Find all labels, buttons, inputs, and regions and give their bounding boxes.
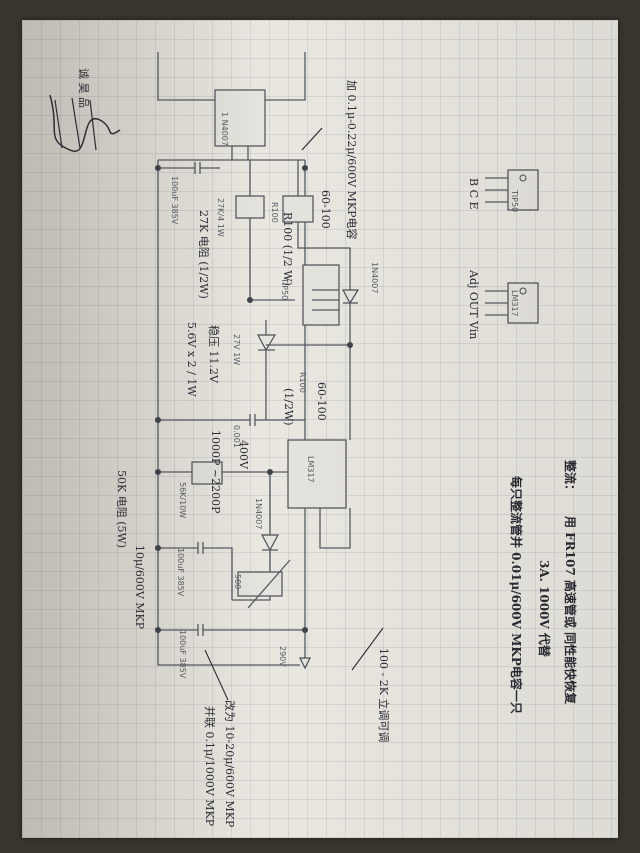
bridge-label: 1 N4007 (220, 112, 229, 146)
note-27k: 27K 电阻 (1/2W) (197, 210, 210, 299)
resistor-56k (191, 461, 223, 485)
diode-1n4007-b (261, 534, 279, 552)
r100-top-label: R100 (270, 202, 279, 223)
lm317-ic (287, 439, 347, 509)
note-50k: 50K 电阻 (5W) (115, 470, 128, 548)
cin-label: 100uF 385V (170, 176, 179, 225)
tip50-sketch-label: TIP50 (510, 189, 519, 212)
r56k-label: 56K/10W (178, 482, 187, 518)
tip50-print-label: TIP50 (280, 277, 289, 300)
notebook-paper (22, 20, 618, 838)
r27k-label: 27K/4 1W (216, 198, 225, 237)
note-r60-100-a: 60-100 (319, 190, 332, 229)
note-pot: 100 - 2K 立调可调 (377, 648, 391, 742)
adj-out-vin-label: Adj OUT Vin (467, 269, 480, 339)
handwritten-logo-icon (49, 94, 121, 153)
remark-title: 整流： (563, 459, 578, 496)
note-1000p: 1000P ~2200P (209, 430, 222, 514)
diode-1n4007-a (341, 289, 360, 305)
lm317-sketch-label: LM317 (510, 290, 519, 317)
note-cout-2: 并联 0.1μ/1000V MKP (203, 706, 217, 827)
note-add-cap: 加 0.1μ-0.22μ/600V MKP电容 (345, 80, 359, 240)
bridge-rectifier (214, 89, 266, 147)
note-cout-1: 改为 10-20μ/600V MKP (223, 700, 237, 828)
r100-bottom-label: R100 (298, 372, 307, 393)
diode-a-label: 1N4007 (370, 262, 379, 293)
cout-label: 100uF 385V (178, 630, 187, 679)
note-zener-2: 5.6V x 2 / 1W (185, 322, 198, 397)
cmid-label: 100uF 385V (176, 548, 185, 597)
tip50-heatsink (302, 264, 340, 326)
lm317-sketch (507, 282, 539, 324)
remark-line-2: 3A. 1000V 代替 (537, 560, 552, 658)
resistor-r100-top (282, 195, 314, 223)
note-r-1-2w: R100 (1/2 W) (281, 212, 294, 286)
output-arrow-icon (299, 657, 311, 670)
resistor-27k (235, 195, 265, 219)
remark-line-1: 用 FR107 高速管或 同性能快恢复 (563, 515, 578, 705)
note-10u: 10μ/600V MKP (133, 545, 146, 630)
remark-line-3: 每只整流管并 0.01μ/600V MKP电容一只 (509, 476, 524, 714)
pot-label: 500 (233, 574, 242, 589)
diode-b-label: 1N4007 (254, 498, 263, 529)
zener-27v (257, 334, 277, 352)
zener-label: 27V 1W (232, 334, 241, 365)
vout-label: 290V (278, 646, 287, 667)
brand-handwriting: 诚 昊 品 (77, 68, 90, 108)
note-zener: 稳压 11.2V (207, 325, 221, 384)
potentiometer-500 (237, 571, 283, 597)
bce-label: B C E (467, 178, 480, 210)
note-r-1-2w-b: (1/2W) (282, 388, 295, 426)
lm317-print-label: LM317 (306, 456, 315, 483)
note-400v: 400V (237, 440, 250, 470)
note-r60-100-b: 60-100 (315, 382, 328, 421)
c001-label: 0.001 (232, 425, 241, 448)
